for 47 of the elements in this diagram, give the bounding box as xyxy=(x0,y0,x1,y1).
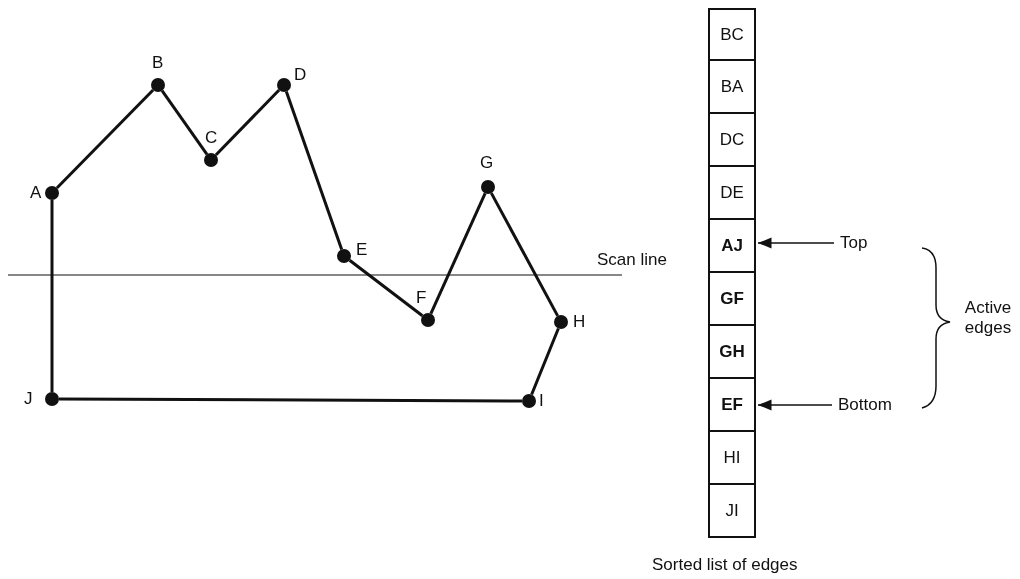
edge-list-entry: DC xyxy=(708,112,756,167)
polygon-edge xyxy=(59,397,522,403)
caption: Sorted list of edges xyxy=(652,555,798,575)
pointer-label: Top xyxy=(840,233,868,253)
pointer-label: Bottom xyxy=(838,395,892,415)
polygon-edge xyxy=(429,192,487,315)
vertex-dot xyxy=(522,394,536,408)
arrow xyxy=(757,399,833,411)
vertex-label: E xyxy=(356,240,368,260)
polygon-edge xyxy=(50,200,54,392)
vertex-dot xyxy=(204,153,218,167)
polygon-edge xyxy=(490,192,559,317)
vertex-label: C xyxy=(205,128,218,148)
edge-list-entry: JI xyxy=(708,483,756,538)
edge-list-entry: GH xyxy=(708,324,756,379)
edge-list-entry: DE xyxy=(708,165,756,220)
vertex-label: D xyxy=(294,65,307,85)
vertex-dot xyxy=(151,78,165,92)
vertex-dot xyxy=(421,313,435,327)
polygon-edge xyxy=(284,91,344,250)
scan-line-label: Scan line xyxy=(597,250,668,270)
polygon-edge xyxy=(214,88,281,157)
vertex-label: G xyxy=(480,153,494,173)
vertex-label: H xyxy=(573,312,586,332)
polygon-edge xyxy=(55,88,155,190)
vertex-label: A xyxy=(30,183,42,203)
vertex-label: B xyxy=(152,53,164,73)
polygon-edge xyxy=(530,327,560,396)
vertex-label: J xyxy=(24,389,33,409)
vertex-dot xyxy=(481,180,495,194)
polygon-edge xyxy=(348,259,424,317)
edge-list-entry: EF xyxy=(708,377,756,432)
edge-list-entry: HI xyxy=(708,430,756,485)
arrow xyxy=(757,237,835,249)
polygon-edge xyxy=(160,89,209,156)
edge-list-entry: GF xyxy=(708,271,756,326)
vertex-label: F xyxy=(416,288,427,308)
edge-list-entry: BC xyxy=(708,8,756,61)
vertex-dot xyxy=(554,315,568,329)
vertex-dot xyxy=(337,249,351,263)
edge-list-entry: AJ xyxy=(708,218,756,273)
edge-list-entry: BA xyxy=(708,59,756,114)
brace-label: Active edges xyxy=(963,298,1013,338)
vertex-dot xyxy=(277,78,291,92)
vertex-dot xyxy=(45,186,59,200)
vertex-dot xyxy=(45,392,59,406)
vertex-label: I xyxy=(539,391,544,411)
